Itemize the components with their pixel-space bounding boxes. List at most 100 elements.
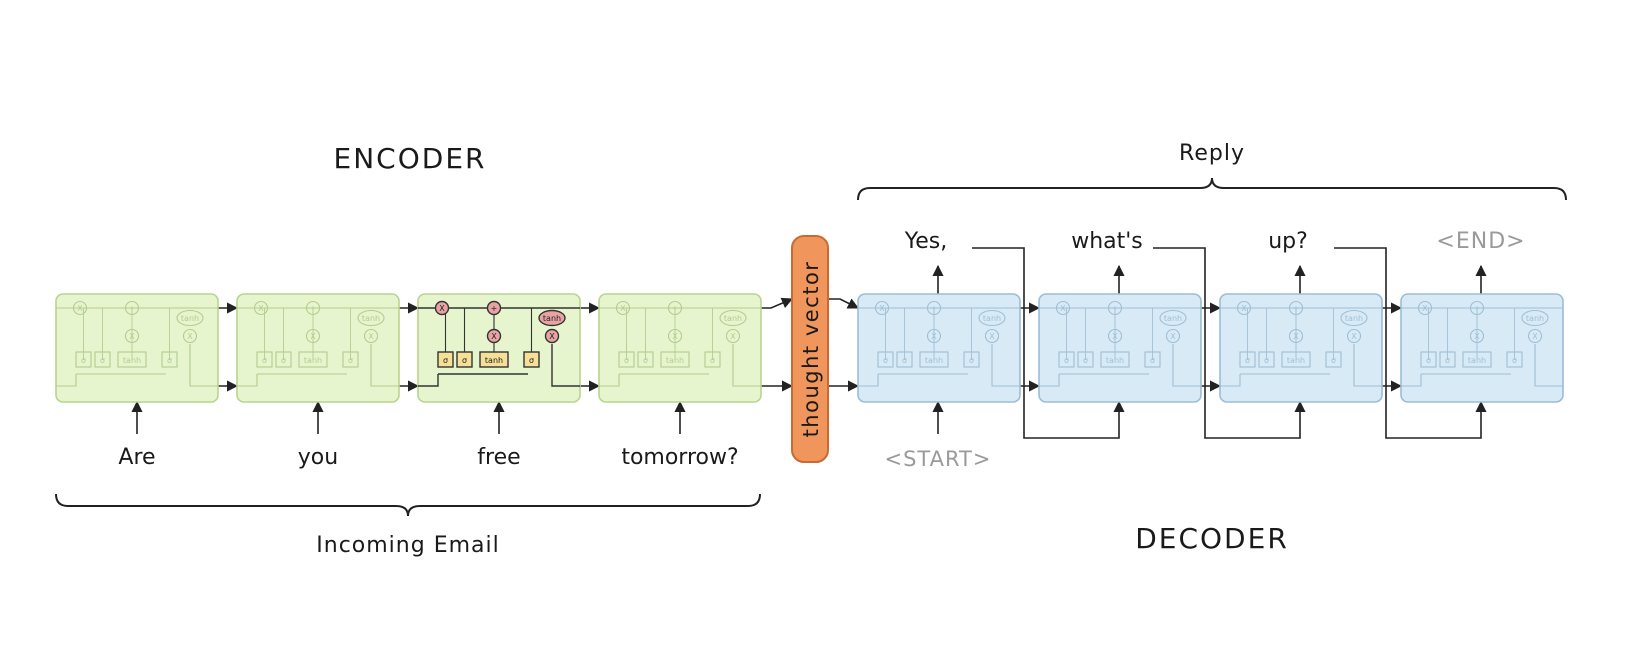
incoming-email-label: Incoming Email bbox=[316, 533, 499, 558]
connection-lines bbox=[131, 247, 1487, 439]
incoming-email-brace bbox=[55, 493, 761, 517]
op-4 bbox=[725, 328, 741, 344]
gate-3 bbox=[660, 351, 690, 368]
gate-label: σ bbox=[624, 356, 629, 365]
gate-2 bbox=[1077, 351, 1094, 368]
op-2 bbox=[305, 300, 321, 316]
op-label: X bbox=[1170, 332, 1176, 341]
hidden-input-line bbox=[237, 374, 258, 387]
gate-label: σ bbox=[902, 356, 907, 365]
op-label: + bbox=[491, 304, 498, 313]
tanh-op bbox=[1340, 309, 1368, 327]
op-label: X bbox=[368, 332, 374, 341]
encoder-to-thought-top bbox=[761, 297, 794, 309]
op-2 bbox=[1288, 300, 1304, 316]
encoder-input-word-1: Are bbox=[118, 445, 155, 470]
hidden-input-line bbox=[1401, 374, 1422, 387]
gate-label: σ bbox=[443, 356, 448, 365]
op-label: X bbox=[620, 304, 626, 313]
tanh-op bbox=[1159, 309, 1187, 327]
op-2 bbox=[486, 300, 502, 316]
reply-brace bbox=[857, 177, 1567, 201]
op-label: X bbox=[1474, 332, 1480, 341]
decoder-start-token: <START> bbox=[885, 447, 992, 471]
hidden-output-line bbox=[732, 344, 761, 387]
thought-vector: thought vector bbox=[791, 235, 829, 463]
op-3 bbox=[305, 328, 321, 344]
tanh-op-label: tanh bbox=[1345, 314, 1363, 323]
thought-to-decoder-top bbox=[828, 298, 860, 309]
encoder-input-word-2: you bbox=[298, 445, 338, 470]
decoder-output-word-3: up? bbox=[1268, 229, 1308, 254]
gate-1 bbox=[1420, 351, 1437, 368]
op-1 bbox=[874, 300, 890, 316]
reply-label: Reply bbox=[1179, 141, 1245, 166]
gate-3 bbox=[1281, 351, 1311, 368]
op-label: X bbox=[258, 304, 264, 313]
gate-label: tanh bbox=[1106, 356, 1124, 365]
gate-label: tanh bbox=[123, 356, 141, 365]
tanh-op bbox=[719, 309, 747, 327]
gate-label: σ bbox=[1512, 356, 1517, 365]
tanh-op bbox=[978, 309, 1006, 327]
hidden-output-line bbox=[991, 344, 1020, 387]
gate-4 bbox=[161, 351, 178, 368]
gate-label: σ bbox=[710, 356, 715, 365]
gate-label: σ bbox=[1150, 356, 1155, 365]
op-4 bbox=[984, 328, 1000, 344]
hidden-output-line bbox=[551, 344, 580, 387]
op-label: X bbox=[1112, 332, 1118, 341]
thought-vector-label: thought vector bbox=[799, 261, 823, 438]
gate-4 bbox=[1506, 351, 1523, 368]
tanh-op-label: tanh bbox=[543, 314, 561, 323]
hidden-input-line bbox=[56, 374, 77, 387]
gate-3 bbox=[479, 351, 509, 368]
gate-label: σ bbox=[348, 356, 353, 365]
gate-label: σ bbox=[81, 356, 86, 365]
hidden-output-line bbox=[1534, 344, 1563, 387]
op-2 bbox=[926, 300, 942, 316]
op-2 bbox=[1469, 300, 1485, 316]
gate-3 bbox=[117, 351, 147, 368]
op-label: + bbox=[1112, 304, 1119, 313]
op-label: X bbox=[129, 332, 135, 341]
gate-label: tanh bbox=[304, 356, 322, 365]
hidden-input-line bbox=[418, 374, 439, 387]
op-1 bbox=[1055, 300, 1071, 316]
op-3 bbox=[486, 328, 502, 344]
op-1 bbox=[1236, 300, 1252, 316]
hidden-output-line bbox=[189, 344, 218, 387]
op-label: X bbox=[879, 304, 885, 313]
decoder-feedback-loop-2 bbox=[1153, 247, 1306, 439]
op-1 bbox=[615, 300, 631, 316]
op-label: + bbox=[1474, 304, 1481, 313]
op-label: X bbox=[1241, 304, 1247, 313]
encoder-input-word-4: tomorrow? bbox=[621, 445, 738, 470]
gate-label: σ bbox=[281, 356, 286, 365]
op-label: X bbox=[491, 332, 497, 341]
op-label: X bbox=[989, 332, 995, 341]
tanh-op bbox=[538, 309, 566, 327]
tanh-op-label: tanh bbox=[983, 314, 1001, 323]
gate-1 bbox=[437, 351, 454, 368]
op-label: X bbox=[549, 332, 555, 341]
hidden-output-line bbox=[1353, 344, 1382, 387]
op-4 bbox=[1346, 328, 1362, 344]
op-1 bbox=[253, 300, 269, 316]
gate-label: σ bbox=[1426, 356, 1431, 365]
op-4 bbox=[182, 328, 198, 344]
gate-1 bbox=[75, 351, 92, 368]
tanh-op-label: tanh bbox=[1164, 314, 1182, 323]
gate-4 bbox=[342, 351, 359, 368]
op-3 bbox=[1469, 328, 1485, 344]
gate-3 bbox=[1100, 351, 1130, 368]
op-3 bbox=[124, 328, 140, 344]
gate-1 bbox=[256, 351, 273, 368]
gate-2 bbox=[1258, 351, 1275, 368]
gate-label: σ bbox=[462, 356, 467, 365]
gate-3 bbox=[298, 351, 328, 368]
op-label: + bbox=[931, 304, 938, 313]
